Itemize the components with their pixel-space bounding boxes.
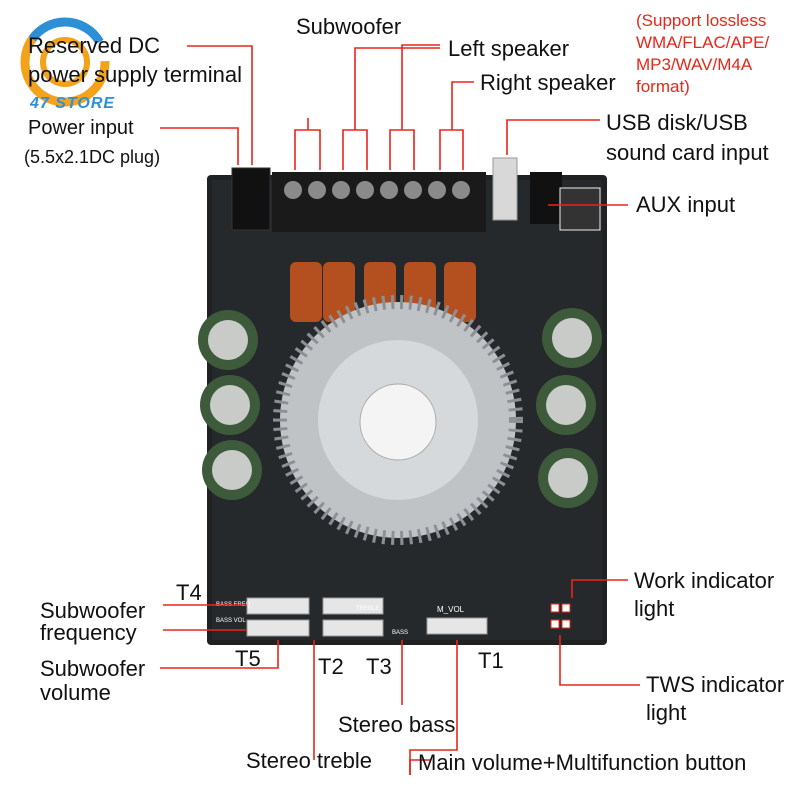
label-aux-input: AUX input xyxy=(636,192,736,217)
silk-m-vol: M_VOL xyxy=(437,605,465,614)
logo-text: 47 STORE xyxy=(30,95,116,112)
label-tws-indicator-1: TWS indicator xyxy=(646,672,785,697)
bluetooth-module xyxy=(559,187,601,231)
leader-lines xyxy=(160,44,640,775)
label-power-supply-terminal: power supply terminal xyxy=(28,62,242,87)
label-usb-input-1: USB disk/USB xyxy=(606,110,748,135)
label-tws-indicator-2: light xyxy=(646,700,687,725)
label-t2: T2 xyxy=(318,654,344,679)
label-stereo-treble: Stereo treble xyxy=(246,748,372,773)
dc-jack xyxy=(231,167,271,231)
label-right-speaker: Right speaker xyxy=(480,70,616,95)
label-sub-freq-2: frequency xyxy=(40,620,137,645)
label-usb-input-2: sound card input xyxy=(606,140,769,165)
heatsink xyxy=(273,295,523,545)
label-t4: T4 xyxy=(176,580,202,605)
label-sub-vol-1: Subwoofer xyxy=(40,656,146,681)
label-power-input-note: (5.5x2.1DC plug) xyxy=(24,147,161,167)
label-subwoofer-top: Subwoofer xyxy=(296,14,402,39)
label-work-indicator-1: Work indicator xyxy=(634,568,775,593)
format-note-2: WMA/FLAC/APE/ xyxy=(636,33,770,52)
potentiometer-connectors xyxy=(246,597,488,637)
label-t3: T3 xyxy=(366,654,392,679)
label-sub-vol-2: volume xyxy=(40,680,111,705)
format-note-1: (Support lossless xyxy=(636,11,767,30)
format-note-4: format) xyxy=(636,77,690,96)
silk-bass: BASS xyxy=(392,630,408,636)
fan-hub xyxy=(359,383,437,461)
label-reserved-dc: Reserved DC xyxy=(28,33,161,58)
store-logo xyxy=(20,17,110,107)
label-t1: T1 xyxy=(478,648,504,673)
label-power-input: Power input xyxy=(28,117,134,139)
label-work-indicator-2: light xyxy=(634,596,675,621)
label-t5: T5 xyxy=(235,646,261,671)
terminal-screws xyxy=(284,181,470,199)
silk-treble: TREBLE xyxy=(356,606,379,612)
speaker-terminal-block xyxy=(272,172,486,232)
format-note-3: MP3/WAV/M4A xyxy=(636,55,753,74)
silk-bass-vol: BASS VOL xyxy=(216,618,246,624)
capacitors xyxy=(198,308,602,508)
indicator-leds xyxy=(550,603,571,629)
aux-jack xyxy=(530,172,562,224)
label-stereo-bass: Stereo bass xyxy=(338,712,456,737)
label-sub-freq-1: Subwoofer xyxy=(40,598,146,623)
label-left-speaker: Left speaker xyxy=(448,36,570,61)
usb-port xyxy=(492,157,518,221)
label-main-volume: Main volume+Multifunction button xyxy=(418,750,747,775)
